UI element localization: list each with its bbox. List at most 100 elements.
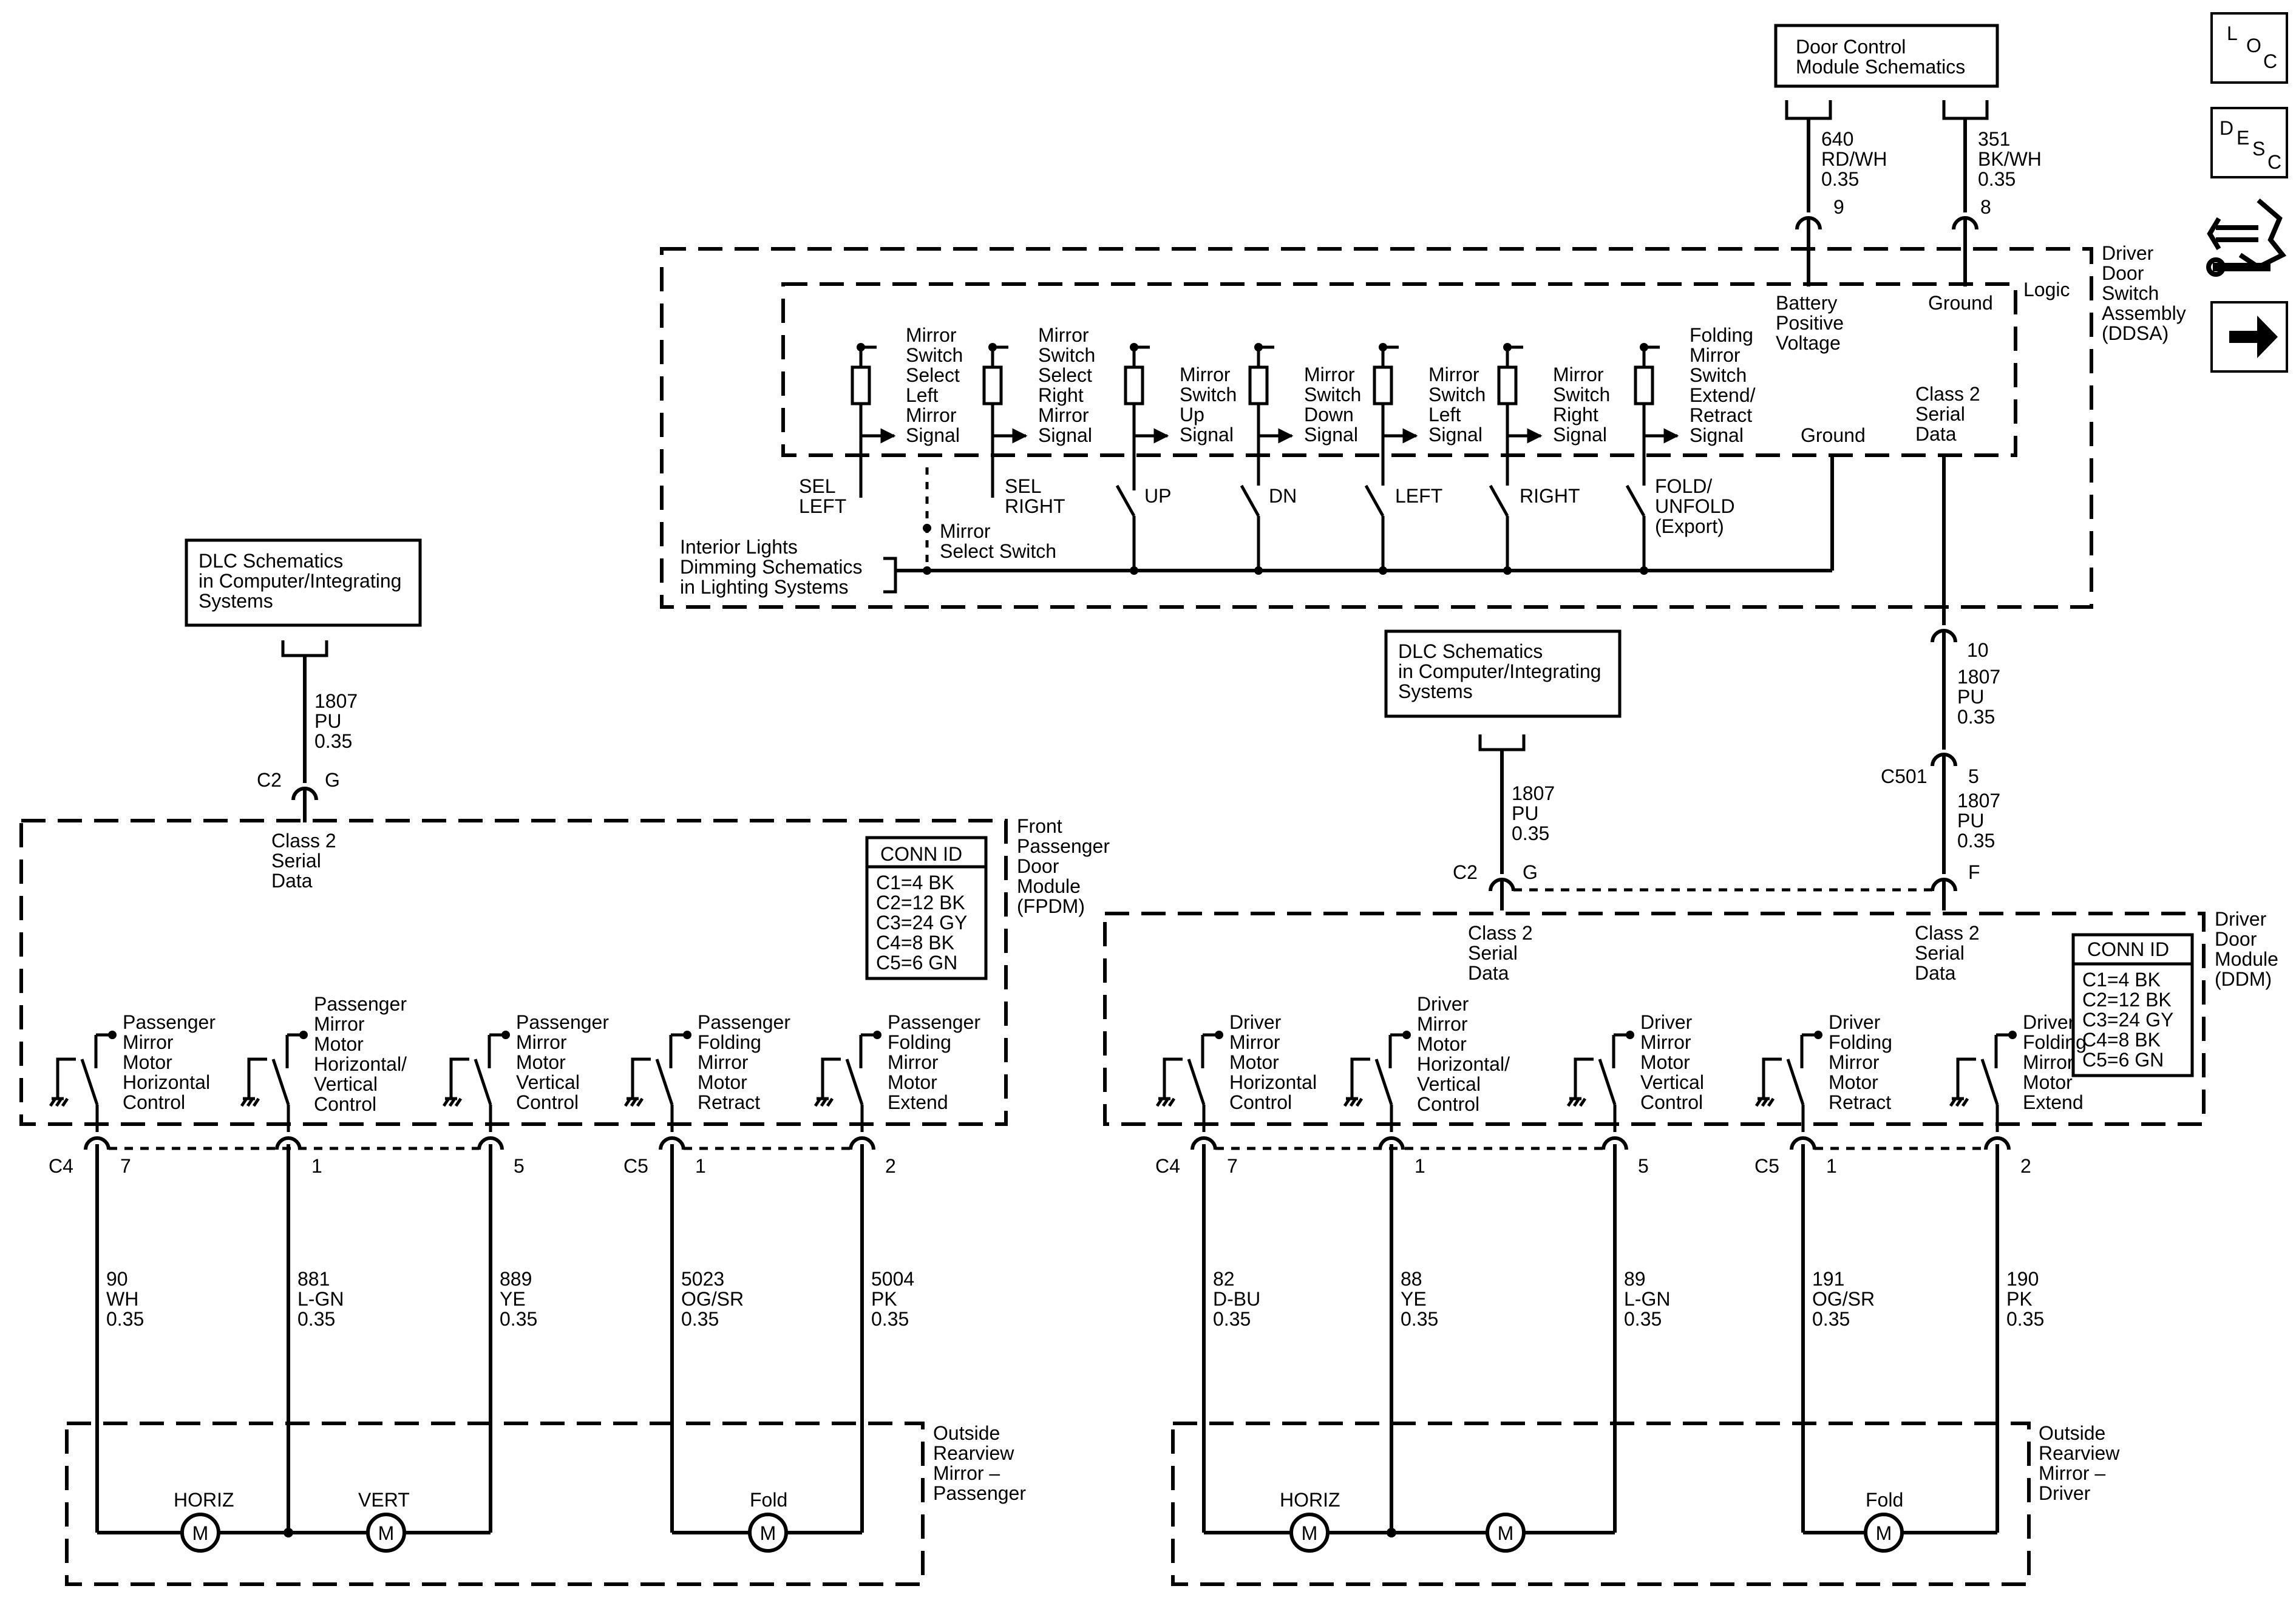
ddm-c5-label: C5 xyxy=(1754,1155,1779,1177)
ddsa-signal-label: Right xyxy=(1038,384,1084,406)
motor-passenger-fold-label: Fold xyxy=(750,1489,787,1511)
wire-1807-label: PU xyxy=(1957,810,1984,832)
ddm-control-label: Horizontal/ xyxy=(1417,1053,1510,1075)
desc-letter: C xyxy=(2267,151,2281,173)
ddm-pin-label: 5 xyxy=(1638,1155,1649,1177)
ddm-control-label: Control xyxy=(1229,1091,1292,1113)
motor-symbol: M xyxy=(1498,1522,1514,1544)
pin-8-connector xyxy=(1952,216,1978,230)
ground-top-label: Ground xyxy=(1928,292,1993,314)
fpdm-wire-label: OG/SR xyxy=(681,1288,744,1310)
ddsa-signal-label: Switch xyxy=(1180,384,1237,405)
ddm-pin-label: 1 xyxy=(1826,1155,1837,1177)
desc-button[interactable] xyxy=(2210,107,2288,178)
ddm-control-label: Driver xyxy=(1229,1011,1282,1033)
wire-640-label: RD/WH xyxy=(1821,148,1887,170)
motor-driver-fold xyxy=(1864,1513,1904,1553)
ddm-control-label: Motor xyxy=(1829,1071,1878,1093)
ddm-c2-connector xyxy=(1489,878,1515,892)
fpdm-control-label: Retract xyxy=(698,1091,760,1113)
ddsa-signal-label: Signal xyxy=(1180,424,1234,446)
motor-passenger-vert-label: VERT xyxy=(358,1489,410,1511)
fpdm-control-label: Motor xyxy=(516,1051,566,1073)
ddm-control-label: Driver xyxy=(1417,993,1469,1015)
mirror-driver-title: Outside xyxy=(2039,1422,2105,1444)
desc-letter: D xyxy=(2220,117,2233,139)
ddm-conn-id: C5=6 GN xyxy=(2082,1049,2164,1071)
ddm-control-label: Motor xyxy=(1229,1051,1279,1073)
motor-passenger-horiz-label: HORIZ xyxy=(174,1489,234,1511)
ddm-control-label: Retract xyxy=(1829,1091,1891,1113)
motor-passenger-fold xyxy=(748,1513,788,1553)
ddsa-title: Door xyxy=(2102,262,2144,284)
dcm-connector-left xyxy=(1785,100,1832,120)
ddm-wire-label: 88 xyxy=(1401,1268,1422,1290)
fpdm-wire-label: 5023 xyxy=(681,1268,724,1290)
fpdm-control-label: Motor xyxy=(314,1033,364,1055)
interior-lights-label: Dimming Schematics xyxy=(680,556,863,578)
ddm-control-label: Mirror xyxy=(1229,1031,1280,1053)
motor-symbol: M xyxy=(1876,1522,1892,1544)
dcm-label: Module Schematics xyxy=(1796,56,1965,78)
ddm-control-label: Horizontal xyxy=(1229,1071,1317,1093)
fpdm-control-label: Motor xyxy=(123,1051,172,1073)
ddm-control-label: Extend xyxy=(2023,1091,2084,1113)
fpdm-conn-id: C2=12 BK xyxy=(876,892,965,914)
wire-351-label: BK/WH xyxy=(1978,148,2042,170)
ddm-wire-label: OG/SR xyxy=(1812,1288,1875,1310)
desc-letter: S xyxy=(2252,138,2265,160)
ground-inner-label: Ground xyxy=(1801,424,1866,446)
ddm-title: Driver xyxy=(2215,908,2267,930)
dcm-connector-right xyxy=(1942,100,1989,120)
ddm-control-label: Mirror xyxy=(2023,1051,2074,1073)
dlc-left-label: Systems xyxy=(199,590,273,612)
ddsa-logic-box xyxy=(781,282,2017,457)
ddsa-signal-label: Mirror xyxy=(1690,344,1741,366)
ddm-wire-label: 0.35 xyxy=(2006,1308,2044,1330)
ddsa-signal-label: Left xyxy=(1428,404,1461,425)
ddsa-logic-label: Logic xyxy=(2023,279,2070,300)
switch-label: FOLD/ xyxy=(1655,475,1712,497)
wire-1807-left-label: PU xyxy=(314,710,341,732)
ddsa-signal-label: Signal xyxy=(906,424,960,446)
mirror-driver-box xyxy=(1171,1422,2031,1586)
dlc-left-box xyxy=(185,538,422,627)
ddm-conn-id: C2=12 BK xyxy=(2082,989,2172,1011)
ddm-box xyxy=(1103,912,2206,1126)
ddsa-switch-columns xyxy=(851,345,1679,498)
battery-positive-label: Voltage xyxy=(1776,332,1841,354)
fpdm-control-label: Passenger xyxy=(698,1011,790,1033)
ddm-conn-id: C1=4 BK xyxy=(2082,969,2161,991)
fpdm-pin-label: 1 xyxy=(695,1155,706,1177)
fpdm-pin-label: 5 xyxy=(514,1155,525,1177)
motor-driver-vert xyxy=(1486,1513,1526,1553)
switch-label: (Export) xyxy=(1655,515,1724,537)
fpdm-class2-label: Class 2 xyxy=(271,830,336,852)
loc-letter: O xyxy=(2246,35,2261,56)
fpdm-title: Front xyxy=(1017,815,1062,837)
c501-label: C501 xyxy=(1881,765,1927,787)
fpdm-control-label: Passenger xyxy=(123,1011,216,1033)
dlc-right-box xyxy=(1384,629,1622,718)
loc-button[interactable] xyxy=(2210,12,2288,84)
ddsa-signal-label: Switch xyxy=(906,344,963,366)
ddm-pin-f-connector xyxy=(1931,878,1957,892)
fpdm-class2-label: Serial xyxy=(271,850,321,872)
pin-8-label: 8 xyxy=(1980,196,1991,218)
ddm-control-label: Motor xyxy=(1640,1051,1690,1073)
ddm-wire-label: 0.35 xyxy=(1401,1308,1438,1330)
wire-1807-label: PU xyxy=(1957,686,1984,708)
ddm-wire-label: L-GN xyxy=(1624,1288,1670,1310)
fpdm-control-label: Horizontal/ xyxy=(314,1053,407,1075)
fpdm-control-label: Vertical xyxy=(516,1071,580,1093)
fpdm-wire-label: 0.35 xyxy=(871,1308,909,1330)
battery-positive-label: Positive xyxy=(1776,312,1844,334)
connector-wrench-icon[interactable] xyxy=(2206,198,2287,277)
ddsa-signal-label: Switch xyxy=(1304,384,1361,405)
fpdm-wire-label: L-GN xyxy=(297,1288,344,1310)
ddsa-signal-label: Signal xyxy=(1304,424,1358,446)
wire-351-label: 0.35 xyxy=(1978,168,2016,190)
ddm-wire-label: 89 xyxy=(1624,1268,1646,1290)
next-arrow-button[interactable] xyxy=(2210,301,2288,373)
ddsa-signal-label: Select xyxy=(906,364,960,386)
